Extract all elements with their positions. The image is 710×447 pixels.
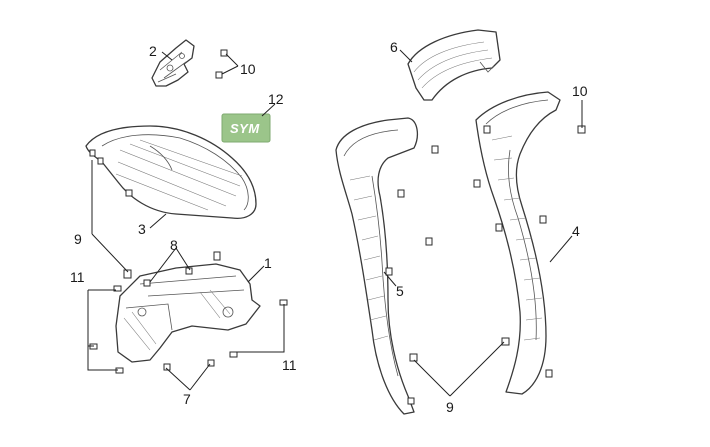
callout-labels: 2 10 12 3 9 8 1 11 11 7 6 5 10 4 9 xyxy=(70,39,588,415)
callout-12: 12 xyxy=(268,91,284,107)
callout-9-left: 9 xyxy=(74,231,82,247)
screw-11-right-b xyxy=(229,351,238,358)
seat-tray-part-3 xyxy=(85,125,257,220)
screw-10-top-a xyxy=(220,49,228,57)
screw-8-a xyxy=(143,279,151,287)
side-panel-part-5 xyxy=(335,117,439,415)
callout-8: 8 xyxy=(170,237,178,253)
sym-logo-badge xyxy=(221,113,271,143)
bracket-part-2 xyxy=(151,39,195,87)
callout-3: 3 xyxy=(138,221,146,237)
callout-9-right: 9 xyxy=(446,399,454,415)
screw-7-b xyxy=(207,359,215,367)
callout-4: 4 xyxy=(572,223,580,239)
screw-7-a xyxy=(163,363,171,371)
screw-11-left-a xyxy=(113,285,122,292)
storage-box-part-1 xyxy=(115,251,261,363)
callout-10-top: 10 xyxy=(240,61,256,77)
callout-7: 7 xyxy=(183,391,191,407)
callout-2: 2 xyxy=(149,43,157,59)
leader-lines xyxy=(87,49,583,397)
screw-10-top-b xyxy=(215,71,223,79)
callout-10-right: 10 xyxy=(572,83,588,99)
callout-11-right: 11 xyxy=(282,357,297,373)
callout-11-left: 11 xyxy=(70,269,85,285)
callout-5: 5 xyxy=(396,283,404,299)
callout-6: 6 xyxy=(390,39,398,55)
side-panel-part-4 xyxy=(473,91,561,395)
sym-logo-part-12: SYM xyxy=(221,113,271,143)
callout-1: 1 xyxy=(264,255,272,271)
sym-logo-text: SYM xyxy=(230,121,260,136)
top-cover-part-6 xyxy=(407,29,501,101)
clip-9-left xyxy=(123,269,132,279)
